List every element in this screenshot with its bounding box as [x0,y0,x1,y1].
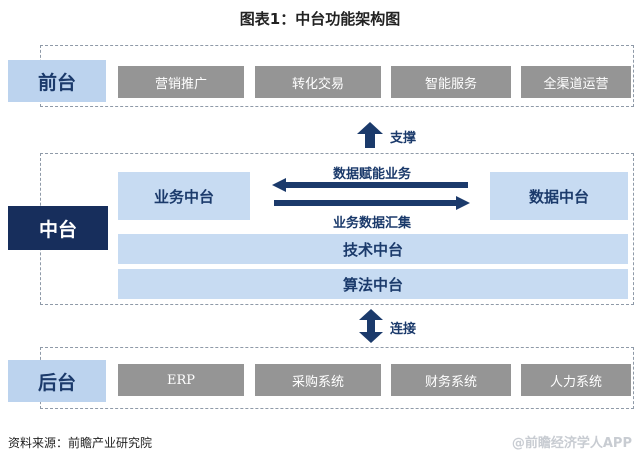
back-tier-label: 后台 [8,360,106,402]
front-tier-label: 前台 [8,60,106,102]
right-arrow-icon [274,196,470,210]
business-data-collection-label: 业务数据汇集 [332,216,411,231]
back-item-4: 人力系统 [521,364,631,396]
left-arrow-icon [272,178,468,192]
connect-label: 连接 [390,322,417,337]
support-label: 支撑 [390,131,417,146]
middle-tier-label: 中台 [8,206,108,250]
algorithm-middle-box: 算法中台 [118,269,628,299]
business-middle-box: 业务中台 [118,172,250,220]
back-item-2: 采购系统 [255,364,381,396]
tech-middle-box: 技术中台 [118,234,628,264]
watermark: @前瞻经济学人APP [511,436,632,451]
front-item-2: 转化交易 [255,66,381,98]
front-item-4: 全渠道运营 [521,66,631,98]
back-item-3: 财务系统 [391,364,511,396]
data-empowers-business-label: 数据赋能业务 [332,167,411,182]
support-arrow-icon [357,122,383,148]
front-item-3: 智能服务 [391,66,511,98]
source-note: 资料来源：前瞻产业研究院 [8,436,153,450]
back-item-1: ERP [118,364,244,396]
data-middle-box: 数据中台 [490,172,628,220]
connect-arrow-icon [359,309,383,343]
diagram-title: 图表1：中台功能架构图 [239,10,401,28]
front-item-1: 营销推广 [118,66,244,98]
